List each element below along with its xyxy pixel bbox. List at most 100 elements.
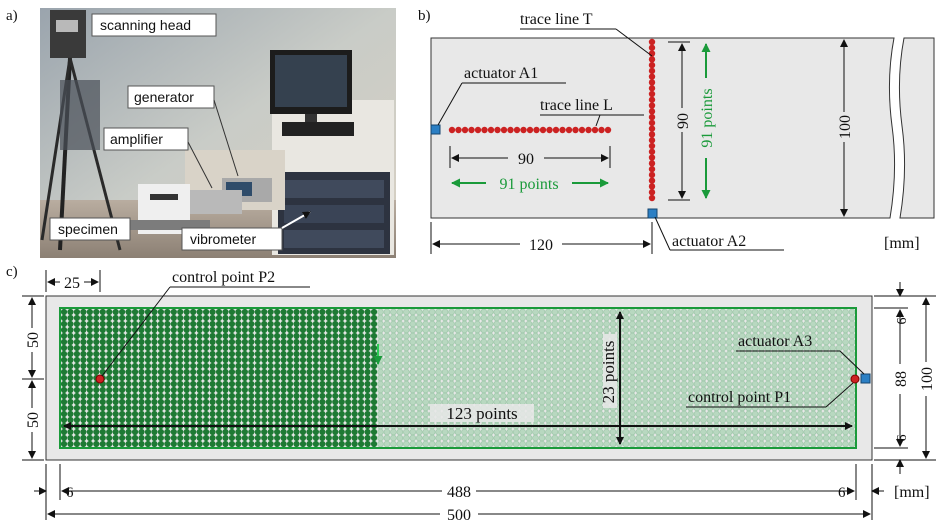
grid-point — [532, 392, 539, 400]
grid-point — [570, 368, 578, 376]
grid-point — [822, 332, 830, 340]
grid-point-scanned — [370, 392, 378, 400]
grid-point-scanned — [351, 374, 358, 382]
grid-point — [596, 440, 604, 448]
grid-point — [848, 344, 856, 352]
grid-point-scanned — [267, 392, 274, 400]
grid-point — [415, 440, 423, 448]
grid-point — [732, 428, 740, 436]
grid-point — [506, 380, 513, 388]
grid-point-scanned — [151, 320, 158, 328]
grid-point-scanned — [286, 428, 294, 436]
trace-L-point — [565, 126, 573, 134]
vibrometer-label: vibrometer — [190, 231, 256, 247]
grid-point-scanned — [293, 380, 300, 388]
grid-point-scanned — [93, 332, 100, 340]
grid-point — [467, 344, 475, 352]
grid-point-scanned — [241, 338, 248, 346]
grid-point — [474, 374, 481, 382]
grid-point — [661, 314, 668, 322]
grid-point — [512, 314, 520, 322]
grid-point — [674, 386, 681, 394]
grid-point — [390, 326, 397, 334]
grid-point — [848, 338, 856, 346]
grid-point-scanned — [345, 428, 352, 436]
grid-point — [816, 338, 823, 346]
grid-point — [422, 416, 430, 424]
grid-point — [435, 440, 442, 448]
grid-point-scanned — [67, 440, 74, 448]
grid-point — [409, 386, 417, 394]
grid-point — [570, 338, 578, 346]
grid-point — [480, 314, 488, 322]
grid-point — [570, 392, 578, 400]
grid-point — [577, 416, 585, 424]
grid-point-scanned — [364, 356, 371, 364]
grid-point — [674, 380, 681, 388]
grid-point — [583, 344, 591, 352]
grid-point-scanned — [67, 416, 74, 424]
grid-point — [454, 392, 462, 400]
grid-point-scanned — [190, 356, 197, 364]
grid-point-scanned — [86, 308, 93, 316]
grid-point-scanned — [67, 368, 74, 376]
grid-point-scanned — [177, 344, 184, 352]
grid-point — [751, 368, 759, 376]
grid-point-scanned — [235, 320, 242, 328]
grid-point-scanned — [319, 326, 326, 334]
grid-point-scanned — [131, 428, 139, 436]
grid-point-scanned — [280, 404, 287, 412]
grid-point — [629, 332, 636, 340]
grid-point-scanned — [203, 350, 210, 358]
grid-point-scanned — [86, 368, 93, 376]
grid-point — [403, 404, 410, 412]
grid-point-scanned — [144, 404, 152, 412]
grid-point-scanned — [177, 374, 184, 382]
grid-point — [480, 332, 488, 340]
grid-point — [461, 326, 468, 334]
grid-point — [654, 428, 662, 436]
grid-point-scanned — [183, 338, 190, 346]
grid-point — [409, 308, 417, 316]
grid-point — [545, 350, 552, 358]
trace-L-point — [578, 126, 586, 134]
grid-point — [784, 314, 791, 322]
grid-point — [751, 350, 759, 358]
grid-point — [829, 320, 836, 328]
grid-point — [435, 434, 442, 442]
grid-point-scanned — [280, 440, 287, 448]
grid-point-scanned — [131, 368, 139, 376]
grid-point — [654, 338, 662, 346]
grid-point — [719, 308, 727, 316]
grid-point — [680, 314, 688, 322]
grid-point-scanned — [86, 392, 93, 400]
grid-point — [545, 410, 552, 418]
grid-point — [732, 380, 740, 388]
grid-point-scanned — [358, 410, 365, 418]
grid-point — [848, 368, 856, 376]
grid-point-scanned — [299, 320, 307, 328]
grid-point — [784, 410, 791, 418]
grid-point-scanned — [345, 344, 352, 352]
grid-point-scanned — [351, 404, 358, 412]
grid-point-scanned — [293, 392, 300, 400]
grid-point — [674, 344, 681, 352]
grid-point — [693, 374, 701, 382]
grid-point — [725, 362, 733, 370]
grid-point — [441, 356, 449, 364]
grid-point-scanned — [196, 326, 203, 334]
grid-point-scanned — [67, 404, 74, 412]
grid-point — [661, 308, 668, 316]
grid-point-scanned — [106, 404, 113, 412]
grid-point-scanned — [196, 398, 203, 406]
grid-point — [674, 398, 681, 406]
grid-point-scanned — [151, 404, 158, 412]
grid-point — [577, 380, 585, 388]
grid-point — [422, 386, 430, 394]
grid-point-scanned — [241, 410, 248, 418]
grid-point — [642, 434, 649, 442]
grid-point-scanned — [248, 374, 255, 382]
grid-point — [577, 332, 585, 340]
grid-point — [797, 434, 804, 442]
grid-point — [435, 356, 442, 364]
